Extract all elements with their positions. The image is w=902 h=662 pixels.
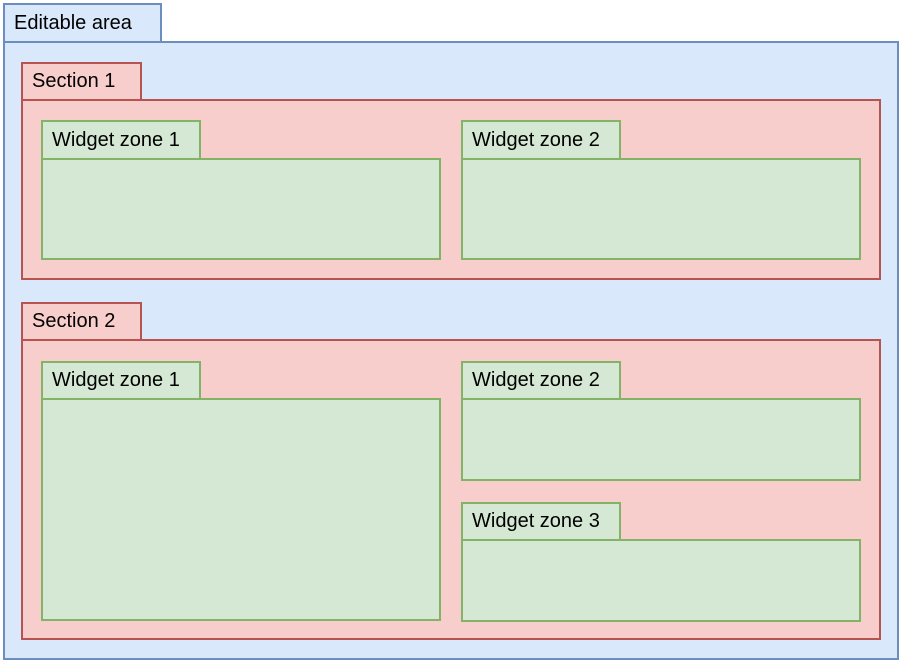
section-1-widget-zone-1-tab: Widget zone 1	[41, 120, 201, 158]
section-2-tab: Section 2	[21, 302, 142, 339]
section-1-widget-zone-2-body	[461, 158, 861, 260]
editable-area-tab: Editable area	[3, 3, 162, 41]
section-2-widget-zone-1-body	[41, 398, 441, 621]
section-2-widget-zone-3-tab: Widget zone 3	[461, 502, 621, 539]
section-1-widget-zone-2-tab: Widget zone 2	[461, 120, 621, 158]
section-2-widget-zone-3-body	[461, 539, 861, 622]
section-2-widget-zone-1-tab: Widget zone 1	[41, 361, 201, 398]
section-1-widget-zone-1-body	[41, 158, 441, 260]
section-2-widget-zone-2-body	[461, 398, 861, 481]
section-1-tab: Section 1	[21, 62, 142, 99]
section-2-widget-zone-2-tab: Widget zone 2	[461, 361, 621, 398]
